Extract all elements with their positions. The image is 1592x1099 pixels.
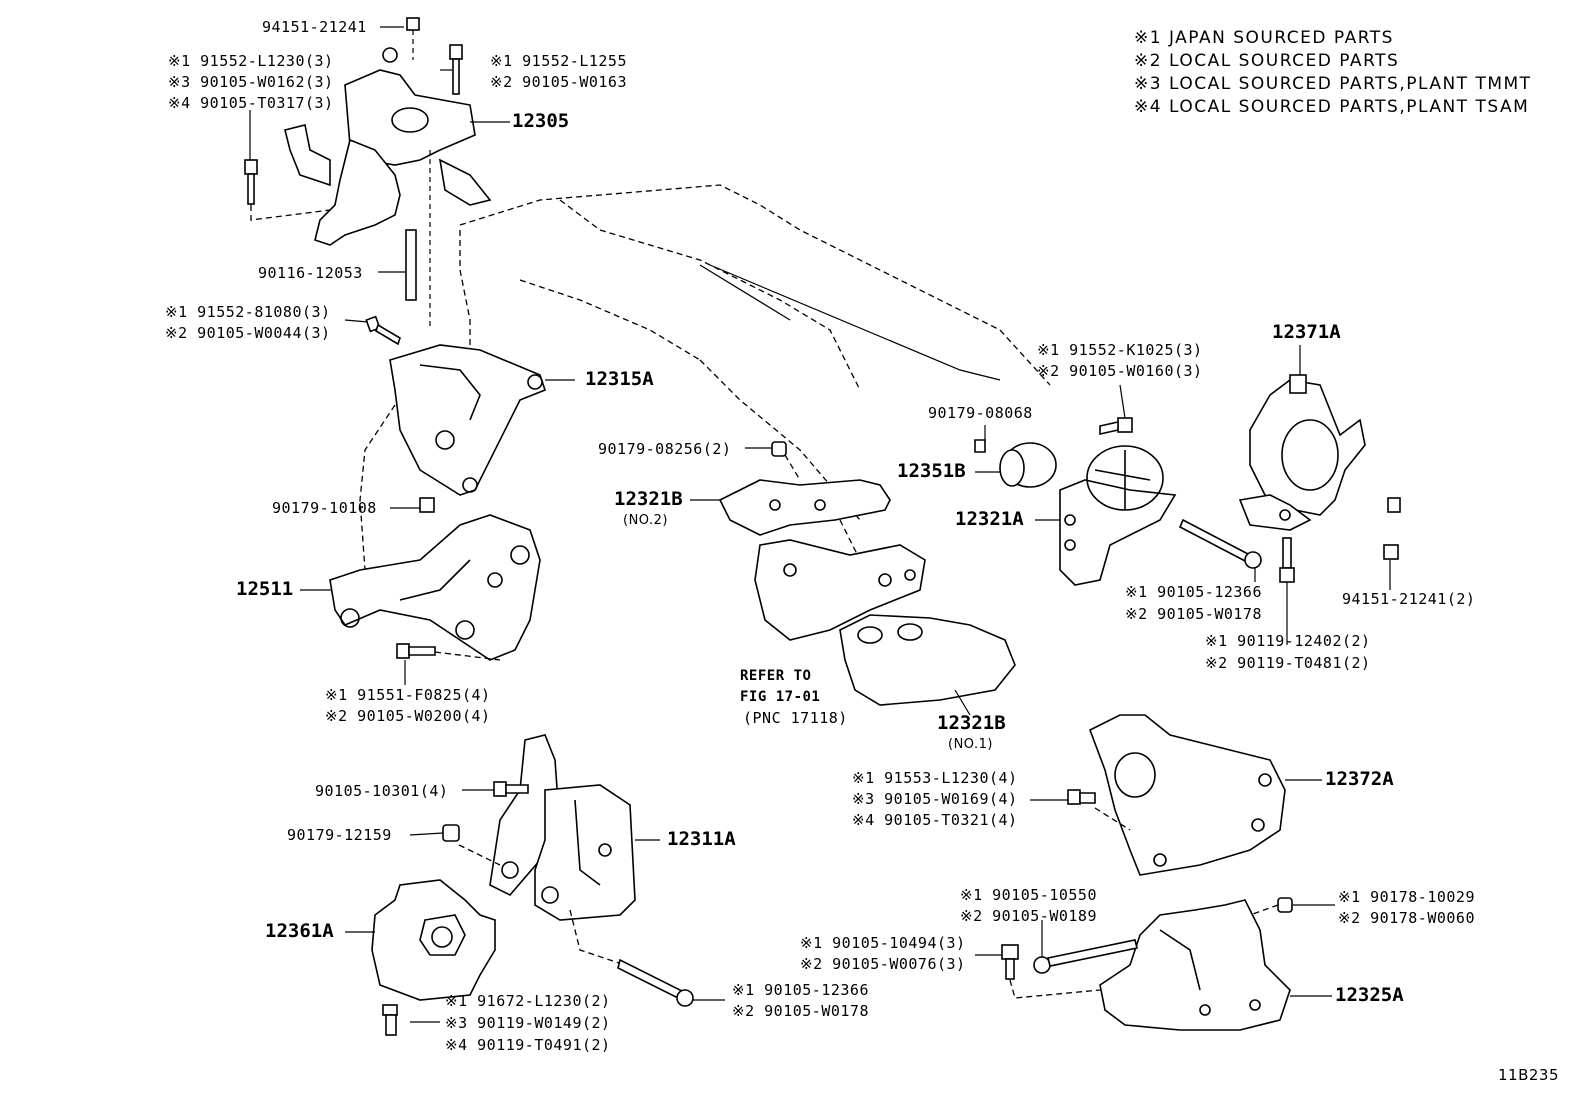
- label-90105-W0160[interactable]: ※2 90105-W0160(3): [1037, 362, 1203, 380]
- part-reference-bracket: [754, 539, 926, 641]
- label-90179-10108[interactable]: 90179-10108: [272, 499, 377, 517]
- part-12371A-mount[interactable]: [1238, 374, 1401, 583]
- label-12361A[interactable]: 12361A: [265, 920, 334, 942]
- label-12311A[interactable]: 12311A: [667, 828, 736, 850]
- label-fig-17-01[interactable]: FIG 17-01: [740, 689, 821, 705]
- bolt-group-top: [244, 17, 463, 330]
- note-local-sourced: ※2 LOCAL SOURCED PARTS: [1134, 51, 1400, 71]
- leader-lines: [249, 26, 1391, 1023]
- note-local-tmmt: ※3 LOCAL SOURCED PARTS,PLANT TMMT: [1134, 74, 1532, 94]
- label-12371A[interactable]: 12371A: [1272, 321, 1341, 343]
- label-90105-W0169[interactable]: ※3 90105-W0169(4): [852, 790, 1018, 808]
- label-90105-12366-upper[interactable]: ※1 90105-12366: [1125, 583, 1262, 601]
- label-90105-W0178-lower[interactable]: ※2 90105-W0178: [732, 1002, 869, 1020]
- part-12325A-bracket[interactable]: [1001, 897, 1293, 1031]
- figure-id: 11B235: [1498, 1066, 1560, 1084]
- part-12321B-no1-bracket[interactable]: [839, 614, 1016, 706]
- label-90119-12402[interactable]: ※1 90119-12402(2): [1205, 632, 1371, 650]
- label-90119-T0491[interactable]: ※4 90119-T0491(2): [445, 1036, 611, 1054]
- part-12321B-no2-bracket[interactable]: [718, 441, 891, 601]
- label-90105-12366-lower[interactable]: ※1 90105-12366: [732, 981, 869, 999]
- nut-90179-10108-icon: [419, 497, 435, 513]
- label-12351B[interactable]: 12351B: [897, 460, 966, 482]
- label-91672-L1230[interactable]: ※1 91672-L1230(2): [445, 992, 611, 1010]
- label-90105-W0162[interactable]: ※3 90105-W0162(3): [168, 73, 334, 91]
- label-91552-K1025[interactable]: ※1 91552-K1025(3): [1037, 341, 1203, 359]
- label-91551-F0825[interactable]: ※1 91551-F0825(4): [325, 686, 491, 704]
- label-12305[interactable]: 12305: [512, 110, 570, 132]
- label-pnc-17118: (PNC 17118): [743, 709, 848, 727]
- label-94151-21241-2[interactable]: 94151-21241(2): [1342, 590, 1476, 608]
- label-90105-10301[interactable]: 90105-10301(4): [315, 782, 449, 800]
- label-12325A[interactable]: 12325A: [1335, 984, 1404, 1006]
- label-12321B-no2-sub: (NO.2): [623, 513, 668, 528]
- note-japan-sourced: ※1 JAPAN SOURCED PARTS: [1134, 28, 1394, 48]
- label-90116-12053[interactable]: 90116-12053: [258, 264, 363, 282]
- label-91552-L1230[interactable]: ※1 91552-L1230(3): [168, 52, 334, 70]
- label-90178-W0060[interactable]: ※2 90178-W0060: [1338, 909, 1475, 927]
- label-90105-10494[interactable]: ※1 90105-10494(3): [800, 934, 966, 952]
- label-12321B-no1-sub: (NO.1): [948, 737, 993, 752]
- label-91552-81080[interactable]: ※1 91552-81080(3): [165, 303, 331, 321]
- label-90105-T0317[interactable]: ※4 90105-T0317(3): [168, 94, 334, 112]
- label-90105-W0044[interactable]: ※2 90105-W0044(3): [165, 324, 331, 342]
- label-12321A[interactable]: 12321A: [955, 508, 1024, 530]
- note-local-tsam: ※4 LOCAL SOURCED PARTS,PLANT TSAM: [1134, 97, 1530, 117]
- label-90119-T0481[interactable]: ※2 90119-T0481(2): [1205, 654, 1371, 672]
- label-90105-W0076[interactable]: ※2 90105-W0076(3): [800, 955, 966, 973]
- label-90119-W0149[interactable]: ※3 90119-W0149(2): [445, 1014, 611, 1032]
- label-91552-L1255[interactable]: ※1 91552-L1255: [490, 52, 627, 70]
- part-12321A-bracket[interactable]: [1059, 417, 1262, 586]
- label-12321B-no1[interactable]: 12321B: [937, 712, 1006, 734]
- label-12511[interactable]: 12511: [236, 578, 294, 600]
- label-90105-T0321[interactable]: ※4 90105-T0321(4): [852, 811, 1018, 829]
- part-12305-mount[interactable]: [284, 47, 492, 246]
- part-12315A-bracket[interactable]: [359, 315, 546, 571]
- label-90179-12159[interactable]: 90179-12159: [287, 826, 392, 844]
- part-12351B-bushing[interactable]: [974, 439, 1057, 488]
- label-90105-W0189[interactable]: ※2 90105-W0189: [960, 907, 1097, 925]
- part-12511-bracket[interactable]: [329, 514, 541, 661]
- label-12315A[interactable]: 12315A: [585, 368, 654, 390]
- part-12372A-bracket[interactable]: [1067, 714, 1286, 876]
- label-90179-08256[interactable]: 90179-08256(2): [598, 440, 732, 458]
- label-90178-10029[interactable]: ※1 90178-10029: [1338, 888, 1475, 906]
- label-90105-W0178-upper[interactable]: ※2 90105-W0178: [1125, 605, 1262, 623]
- label-refer-to: REFER TO: [740, 668, 812, 684]
- label-91553-L1230[interactable]: ※1 91553-L1230(4): [852, 769, 1018, 787]
- label-90105-W0200[interactable]: ※2 90105-W0200(4): [325, 707, 491, 725]
- label-12372A[interactable]: 12372A: [1325, 768, 1394, 790]
- label-94151-21241[interactable]: 94151-21241: [262, 18, 367, 36]
- part-12311A-bracket[interactable]: [442, 734, 694, 1007]
- label-90105-10550[interactable]: ※1 90105-10550: [960, 886, 1097, 904]
- part-12361A-mount[interactable]: [371, 879, 496, 1036]
- label-90179-08068[interactable]: 90179-08068: [928, 404, 1033, 422]
- label-90105-W0163[interactable]: ※2 90105-W0163: [490, 73, 627, 91]
- label-12321B-no2[interactable]: 12321B: [614, 488, 683, 510]
